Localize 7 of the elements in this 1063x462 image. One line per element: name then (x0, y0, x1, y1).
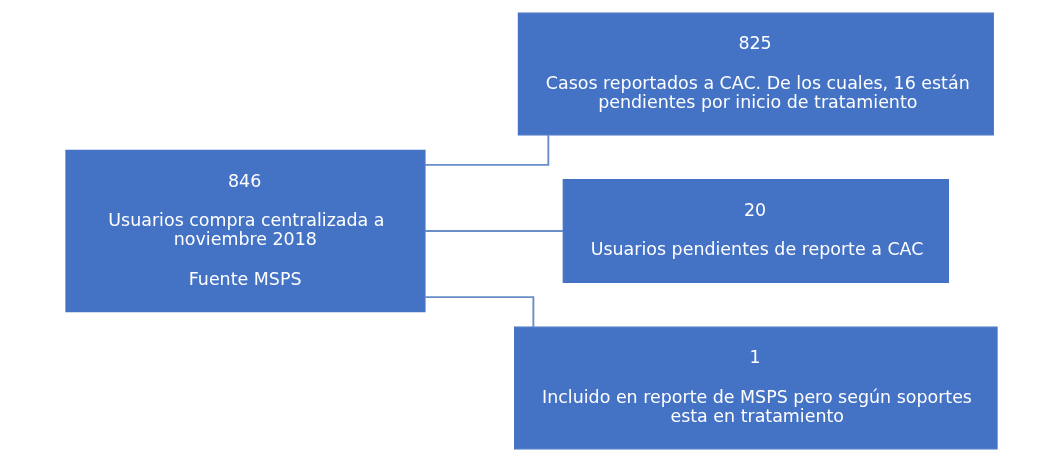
node-box: 20 Usuarios pendientes de reporte a CAC (562, 178, 950, 284)
node-box: 1 Incluido en reporte de MSPS pero según soportes esta en tratamiento (514, 326, 998, 450)
node-box: 825 Casos reportados a CAC. De los cuales, 16 están pendientes por inicio de tratamiento (517, 12, 994, 136)
node-box: 846 Usuarios compra centralizada a noviembre 2018 Fuente MSPS (65, 149, 426, 313)
connector (424, 230, 564, 232)
connector (424, 296, 535, 328)
connector (424, 134, 550, 166)
